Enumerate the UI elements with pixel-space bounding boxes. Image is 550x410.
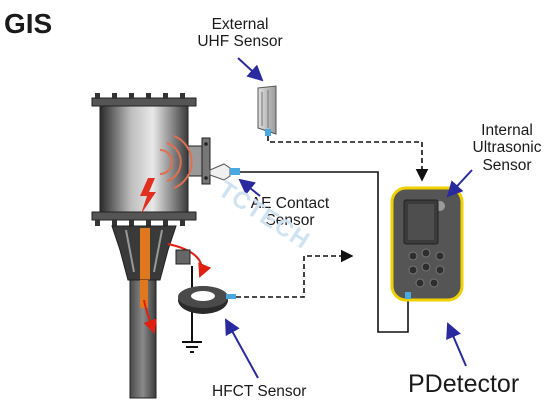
label-line: UHF Sensor bbox=[197, 33, 283, 51]
pointer-arrows bbox=[225, 57, 473, 379]
ae-contact-sensor-label: AE Contact Sensor bbox=[240, 195, 340, 230]
hfct-sensor-label: HFCT Sensor bbox=[212, 383, 307, 400]
label-line: External bbox=[211, 16, 269, 33]
external-uhf-sensor-label: External UHF Sensor bbox=[186, 16, 294, 51]
label-line: AE Contact bbox=[250, 195, 330, 212]
label-line: Sensor bbox=[265, 212, 315, 230]
bushing bbox=[111, 225, 177, 399]
internal-ultrasonic-sensor-label: Internal Ultrasonic Sensor bbox=[462, 122, 550, 174]
current-flow-arrows bbox=[143, 243, 212, 334]
external-uhf-sensor bbox=[257, 85, 277, 136]
label-line: Sensor bbox=[482, 156, 532, 174]
label-line: Internal bbox=[481, 122, 533, 139]
diagram-title: GIS bbox=[4, 8, 53, 39]
hfct-sensor bbox=[178, 286, 236, 314]
cables bbox=[236, 136, 429, 333]
ground-clamp bbox=[175, 249, 191, 265]
sound-wave-icon bbox=[159, 135, 193, 189]
ae-contact-sensor bbox=[209, 163, 240, 181]
label-line: Ultrasonic bbox=[472, 139, 542, 157]
gis-tank bbox=[91, 93, 211, 226]
spark-icon bbox=[140, 178, 156, 214]
pdetector-label: PDetector bbox=[408, 370, 520, 398]
pdetector-device bbox=[390, 186, 464, 302]
